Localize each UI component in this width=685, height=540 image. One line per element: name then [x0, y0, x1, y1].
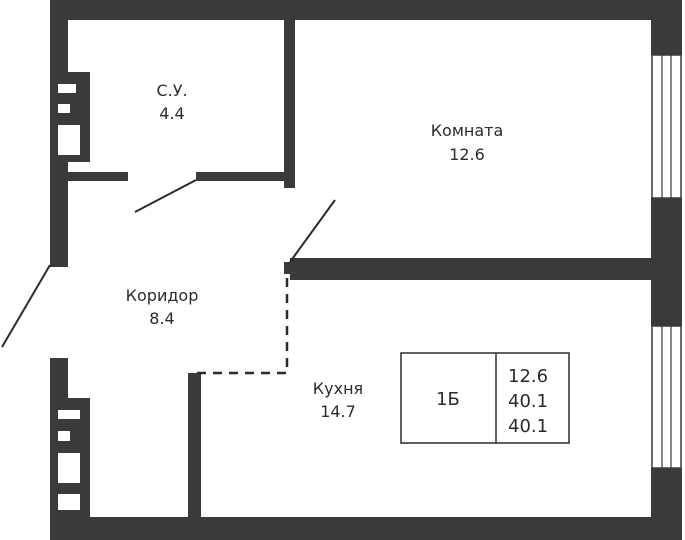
dashed-opening — [195, 278, 289, 375]
apartment-type: 1Б — [436, 389, 460, 410]
room-koridor-name: Коридор — [126, 286, 199, 305]
room-su: С.У. 4.4 — [156, 81, 187, 123]
room-koridor-area: 8.4 — [149, 309, 174, 328]
room-kukhnya: Кухня 14.7 — [313, 379, 363, 421]
room-komnata-area: 12.6 — [449, 145, 485, 164]
window-room — [651, 54, 682, 199]
room-kukhnya-name: Кухня — [313, 379, 363, 398]
living-area-value: 12.6 — [508, 366, 548, 387]
total-area-value: 40.1 — [508, 391, 548, 412]
outer-walls — [50, 0, 682, 540]
window-kitchen — [651, 325, 682, 469]
room-komnata-name: Комната — [431, 121, 504, 140]
duct-lower — [50, 398, 90, 518]
room-komnata: Комната 12.6 — [431, 121, 504, 164]
info-box: 1Б 12.6 40.1 40.1 — [400, 352, 570, 444]
interior-walls — [66, 16, 654, 521]
room-koridor: Коридор 8.4 — [126, 286, 199, 328]
total-area-value-2: 40.1 — [508, 416, 548, 437]
room-su-area: 4.4 — [159, 104, 184, 123]
duct-upper — [50, 72, 90, 162]
doors — [1, 179, 336, 348]
room-kukhnya-area: 14.7 — [320, 402, 356, 421]
room-su-name: С.У. — [156, 81, 187, 100]
